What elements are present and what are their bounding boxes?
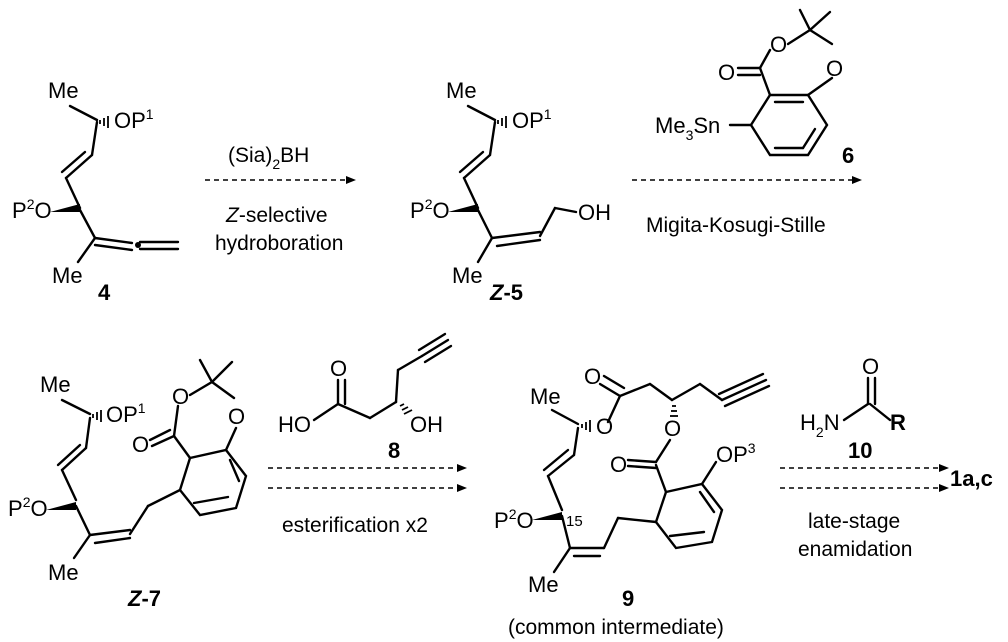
compound-z7: Me OP1 P2O Me O O O [8,358,248,611]
reagent-10: H2N O R 10 [800,354,906,463]
wedge-bond [532,512,562,520]
reagent-6: O O O Me3Sn 6 [655,8,854,168]
ring-oxygen: O [826,56,843,81]
op3-label: OP3 [716,440,756,467]
condition-hydroboration: hydroboration [215,232,343,255]
ring-oxygen: O [172,384,189,409]
methyl-label: Me [452,263,483,288]
hydroxyl-label: OH [578,200,611,225]
compound-z5: Me OP1 P2O Me OH Z-5 [410,78,611,305]
wedge-bond [50,204,80,212]
op2-label: P2O [410,196,450,223]
carbonyl-oxygen: O [584,364,601,389]
methyl-label: Me [40,372,71,397]
reaction-arrow-2: Migita-Kosugi-Stille [632,176,862,237]
reagent-sia2bh: (Sia)2BH [228,144,309,172]
methyl-label: Me [48,560,79,585]
carbonyl-oxygen: O [862,354,879,379]
hashed-bond [581,420,591,432]
reaction-arrow-4: late-stage enamidation [780,464,949,561]
hashed-bond [99,116,109,128]
op1-label: OP1 [114,106,154,133]
hashed-bond [399,403,413,415]
compound-4: Me OP1 P2O Me 4 [12,78,180,305]
carbon-15-label: 15 [566,513,583,530]
carboxylic-oh: HO [278,412,311,437]
condition-esterification: esterification x2 [282,514,428,537]
carbonyl-oxygen: O [718,60,735,85]
condition-stille: Migita-Kosugi-Stille [646,214,826,237]
op2-label: P2O [8,494,48,521]
condition-selective: Z-selective [225,204,328,227]
methyl-label: Me [446,78,477,103]
op2-label: P2O [494,506,534,533]
compound-number: Z-5 [489,280,523,305]
compound-number: 10 [848,438,872,463]
common-intermediate-note: (common intermediate) [508,616,724,639]
wedge-bond [448,204,478,212]
allene-center [135,242,141,248]
methyl-label: Me [52,263,83,288]
carbonyl-oxygen: O [610,452,627,477]
ester-oxygen: O [664,416,681,441]
compound-number: 6 [842,143,854,168]
amide-nitrogen: H2N [800,410,840,440]
carbonyl-oxygen: O [132,432,149,457]
reaction-arrow-3: esterification x2 [268,464,467,537]
condition-late-stage: late-stage [808,510,900,533]
reaction-arrow-1: (Sia)2BH Z-selective hydroboration [205,144,356,255]
compound-9: Me O O O O OP3 [494,364,771,639]
hashed-bond [92,410,102,422]
benzene-ring [654,482,724,550]
methyl-label: Me [530,384,561,409]
methyl-label: Me [528,572,559,597]
condition-enamidation: enamidation [798,538,912,561]
wedge-bond [46,502,76,510]
compound-number: Z-7 [127,586,161,611]
op1-label: OP1 [512,106,552,133]
reagent-8: HO O OH 8 [278,332,453,463]
trimethylstannyl: Me3Sn [655,113,720,143]
hydroxyl-label: OH [410,412,443,437]
hashed-bond [497,116,507,128]
benzene-ring [178,448,248,517]
ring-oxygen: O [228,404,245,429]
hashed-bond [670,405,678,417]
methyl-label: Me [48,78,79,103]
compound-number: 8 [388,438,400,463]
benzene-ring [749,93,829,157]
ring-oxygen: O [770,32,787,57]
op1-label: OP1 [106,400,146,427]
compound-number: 4 [98,280,111,305]
compound-number: 9 [622,586,634,611]
r-group: R [890,410,906,435]
carbonyl-oxygen: O [330,356,347,381]
product-label: 1a,c [950,466,993,491]
op2-label: P2O [12,196,52,223]
